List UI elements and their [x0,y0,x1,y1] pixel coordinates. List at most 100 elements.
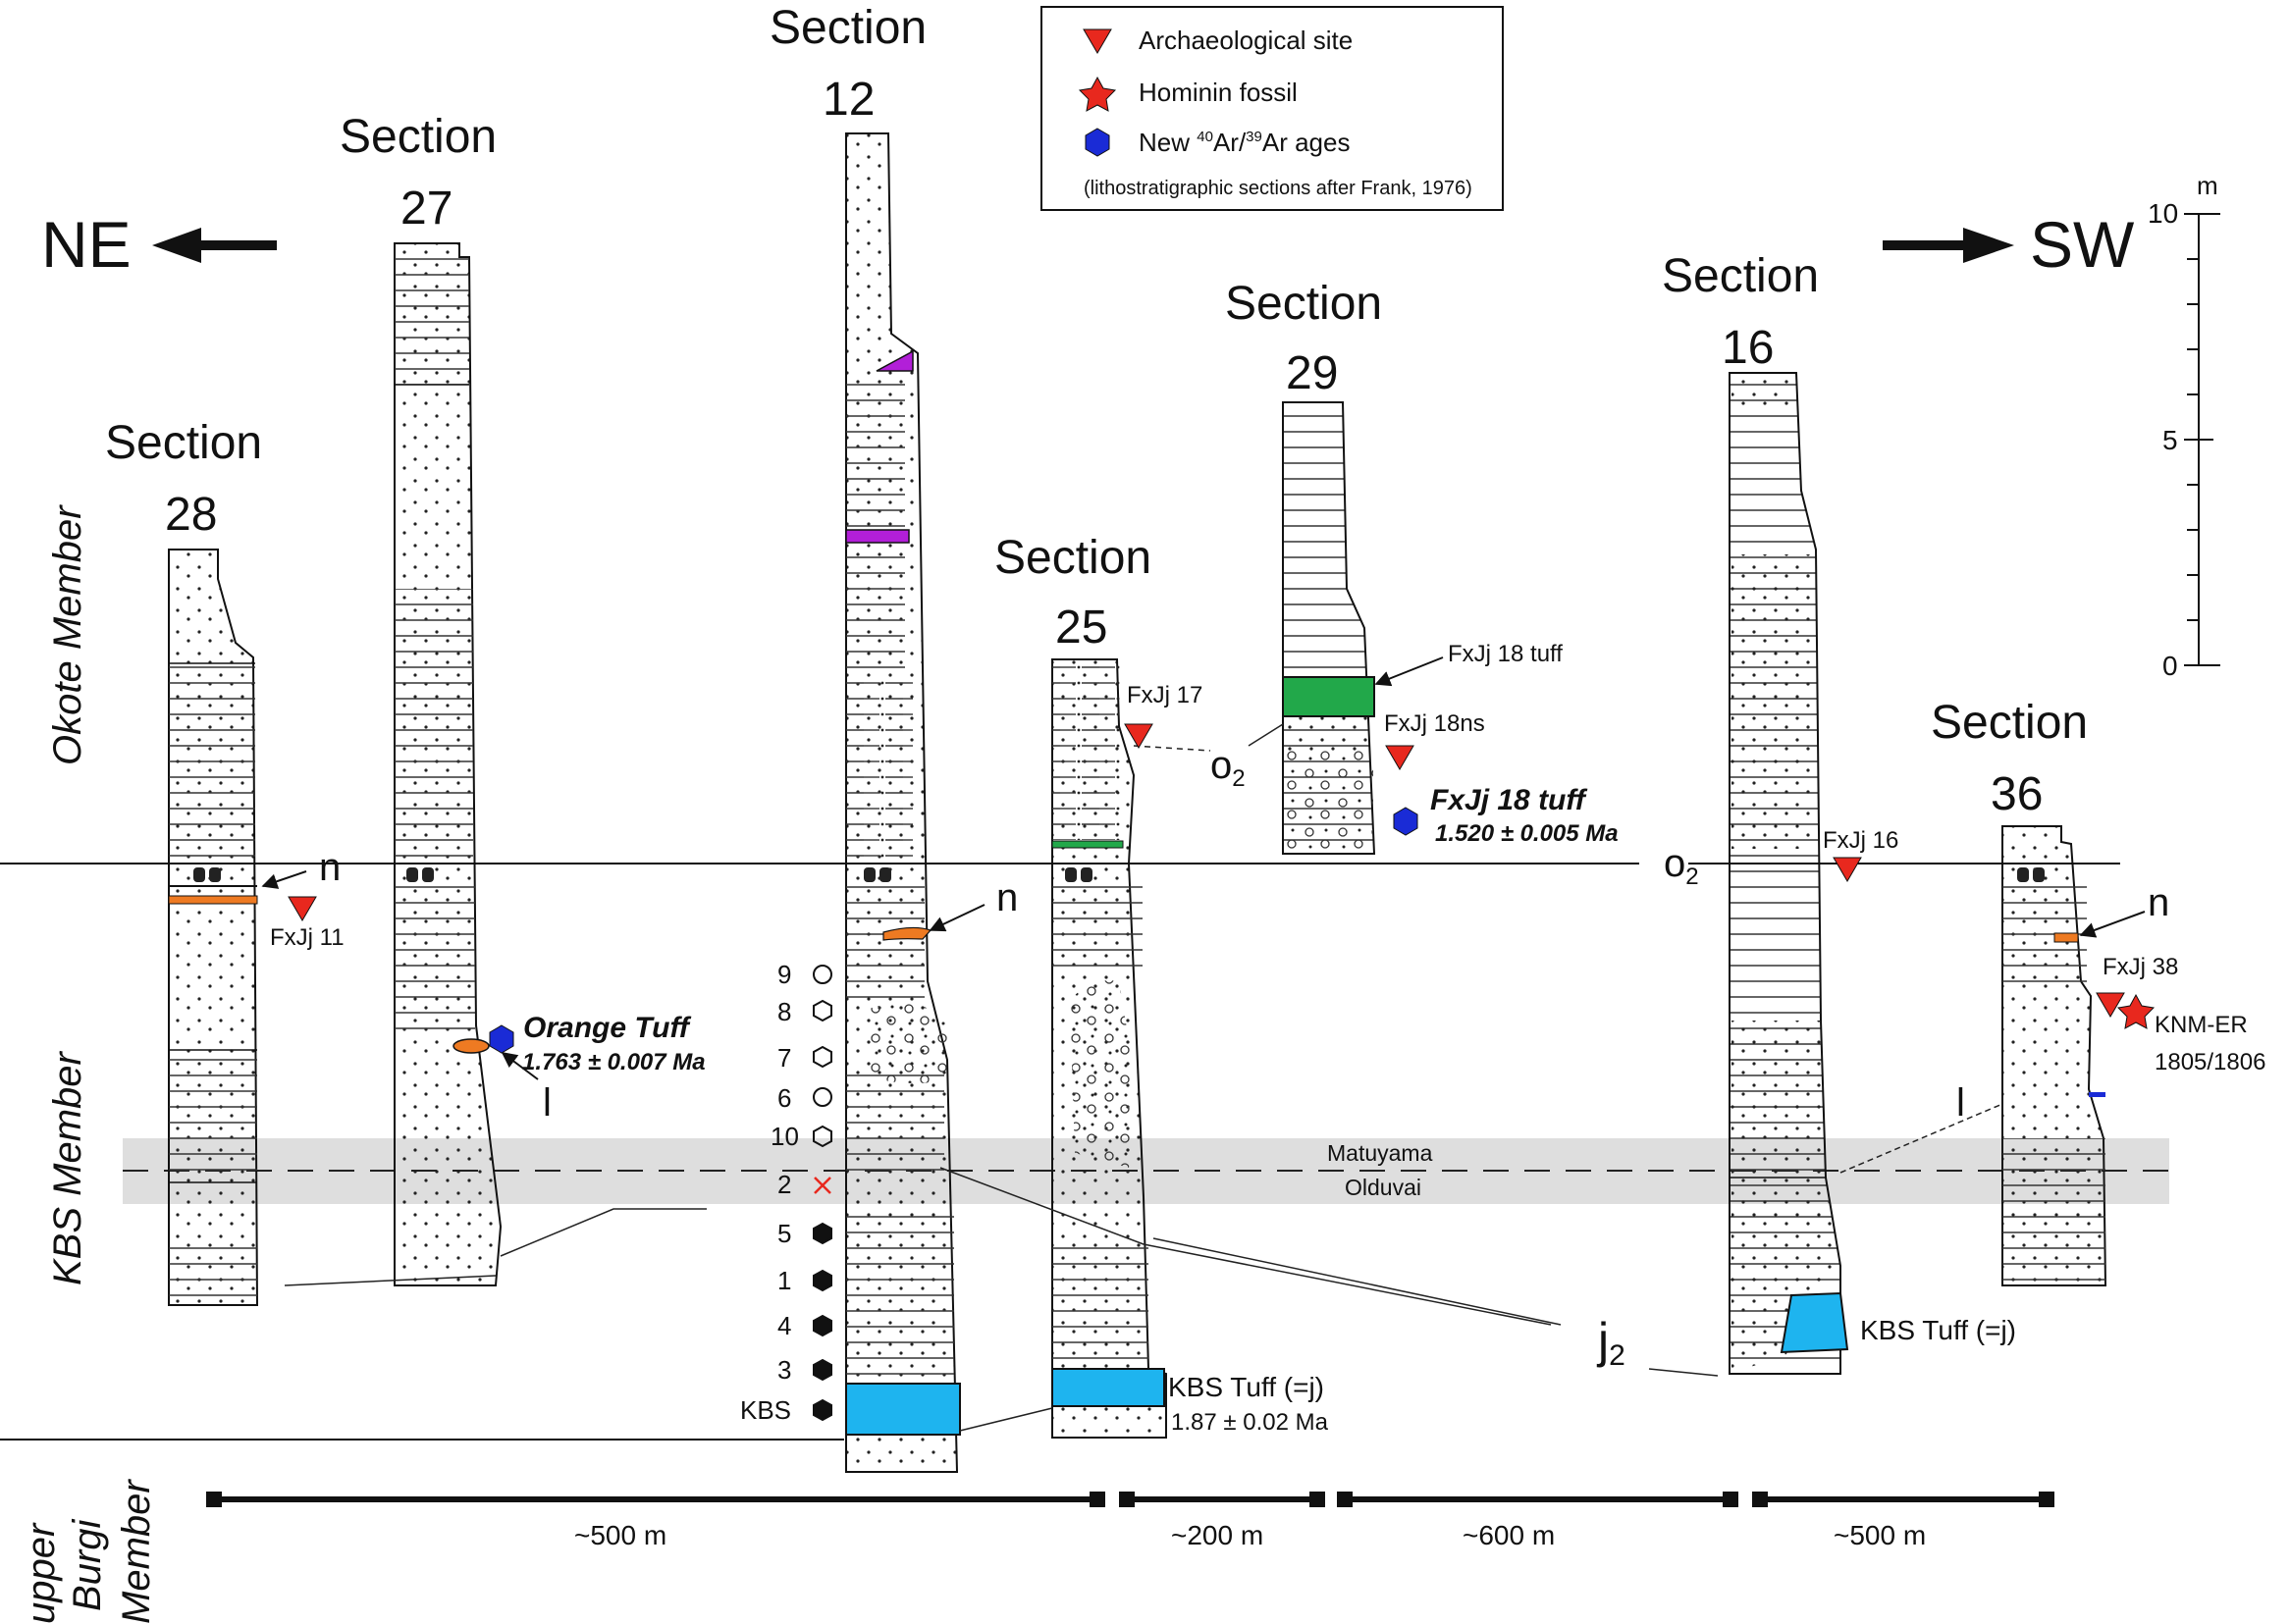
green-tuff-25 [1051,840,1124,849]
direction-ne: NE [41,208,132,281]
orange-tuff-36 [2053,932,2079,943]
column-section-16 [1729,372,1849,1375]
section-27-word: Section [340,111,497,163]
orange-tuff-lens [453,1038,490,1054]
kbs-tuff-25 [1051,1368,1165,1407]
sample-label: 4 [777,1311,791,1340]
section-12-word: Section [770,2,927,54]
hominin-knm-er [2116,993,2156,1029]
legend-hominin-icon [1078,76,1117,112]
sample-label: 10 [771,1122,799,1151]
label-orange-tuff: Orange Tuff [523,1012,692,1044]
sample-label: 3 [777,1355,791,1385]
column-section-25 [1051,658,1167,1439]
sample-label: 7 [777,1043,791,1073]
scale-tick-0: 0 [2162,651,2178,681]
label-olduvai: Olduvai [1345,1175,1421,1200]
sample-list: 9 8 7 6 10 2 5 1 4 3 KBS [740,960,799,1425]
label-matuyama: Matuyama [1327,1140,1433,1166]
label-knm-er-1: KNM-ER [2155,1012,2248,1038]
site-fxjj18ns [1385,745,1414,770]
marker-n-12: n [996,876,1018,919]
scale-bar [2184,213,2220,666]
site-fxjj16 [1833,857,1862,882]
sample-label: 6 [777,1083,791,1113]
sample-label: 8 [777,997,791,1026]
section-28-word: Section [105,417,262,469]
direction-sw: SW [2030,208,2135,281]
section-25-number: 25 [1055,602,1107,654]
legend-age-icon [1085,128,1110,157]
scale-unit: m [2197,171,2218,200]
member-okote: Okote Member [46,504,89,765]
marker-j2: j2 [1596,1313,1625,1372]
kbs-tuff-12 [845,1383,961,1436]
label-knm-er-2: 1805/1806 [2155,1049,2265,1075]
pointer-arrows [261,656,2146,1080]
site-fxjj17 [1124,723,1153,749]
sample-label: 1 [777,1266,791,1295]
column-section-27 [394,242,503,1286]
column-section-12 [845,132,961,1473]
marker-o2-25: o2 [1210,744,1246,792]
site-labels: FxJj 11 FxJj 17 FxJj 18 tuff FxJj 18ns F… [270,641,2265,1436]
orange-tuff-12 [882,926,932,941]
section-25-word: Section [994,532,1151,584]
scale-tick-5: 5 [2162,425,2178,455]
label-fxjj18-tuff-age: 1.520 ± 0.005 Ma [1435,820,1619,847]
member-burgi-3: Member [115,1479,158,1624]
legend-note: (lithostratigraphic sections after Frank… [1084,178,1472,199]
legend-ages-label: New 40Ar/39Ar ages [1139,128,1350,157]
purple-tuff-lower [845,529,910,544]
section-12-number: 12 [823,74,875,126]
distance-label: ~200 m [1171,1520,1263,1550]
age-fxjj18-tuff [1393,807,1418,836]
label-kbs-tuff-25-age: 1.87 ± 0.02 Ma [1171,1409,1329,1436]
label-fxjj18-tuff-age-name: FxJj 18 tuff [1430,784,1588,816]
section-29-number: 29 [1286,347,1338,399]
legend-hominin-label: Hominin fossil [1139,78,1298,107]
label-fxjj17: FxJj 17 [1127,682,1202,708]
correlation-lines [284,723,2003,1432]
blue-marker-36 [2089,1092,2105,1097]
distance-labels: ~500 m ~200 m ~600 m ~500 m [574,1520,1926,1550]
site-fxjj38 [2096,992,2125,1018]
sample-label: 2 [777,1170,791,1199]
section-titles: Section 28 Section 27 Section 12 Section… [105,2,2088,820]
label-fxjj38: FxJj 38 [2103,954,2178,980]
kbs-tuff-16 [1780,1291,1849,1354]
legend-archaeo-label: Archaeological site [1139,26,1353,55]
section-16-word: Section [1662,250,1819,302]
distance-label: ~500 m [574,1520,666,1550]
section-29-word: Section [1225,278,1382,330]
marker-l-27: l [543,1081,552,1125]
sample-label: KBS [740,1395,791,1425]
label-fxjj16: FxJj 16 [1823,827,1898,854]
sample-label: 9 [777,960,791,989]
marker-o2-16: o2 [1664,842,1699,890]
member-kbs: KBS Member [46,1050,89,1285]
label-fxjj11: FxJj 11 [270,924,345,951]
sample-label: 5 [777,1219,791,1248]
label-kbs-tuff-25: KBS Tuff (=j) [1168,1372,1324,1402]
marker-n-36: n [2148,881,2169,924]
green-tuff-29 [1282,676,1375,717]
marker-l-36: l [1956,1081,1965,1125]
label-orange-tuff-age: 1.763 ± 0.007 Ma [522,1049,706,1075]
marker-letters: n n n l l [319,846,2169,1125]
label-fxjj18ns: FxJj 18ns [1384,710,1485,737]
legend: Archaeological site Hominin fossil New 4… [1040,6,1504,211]
section-27-number: 27 [400,183,453,235]
member-burgi-1: upper [20,1522,63,1624]
section-36-number: 36 [1991,768,2043,820]
distance-label: ~600 m [1463,1520,1555,1550]
legend-box [1040,6,1504,211]
section-16-number: 16 [1722,322,1774,374]
sample-symbols [813,965,832,1422]
label-kbs-tuff-16: KBS Tuff (=j) [1860,1315,2016,1345]
section-28-number: 28 [165,489,217,541]
label-fxjj18tuff: FxJj 18 tuff [1448,641,1563,667]
column-section-28 [168,549,259,1306]
marker-n-28: n [319,846,341,889]
archaeo-sites [288,723,2125,1018]
